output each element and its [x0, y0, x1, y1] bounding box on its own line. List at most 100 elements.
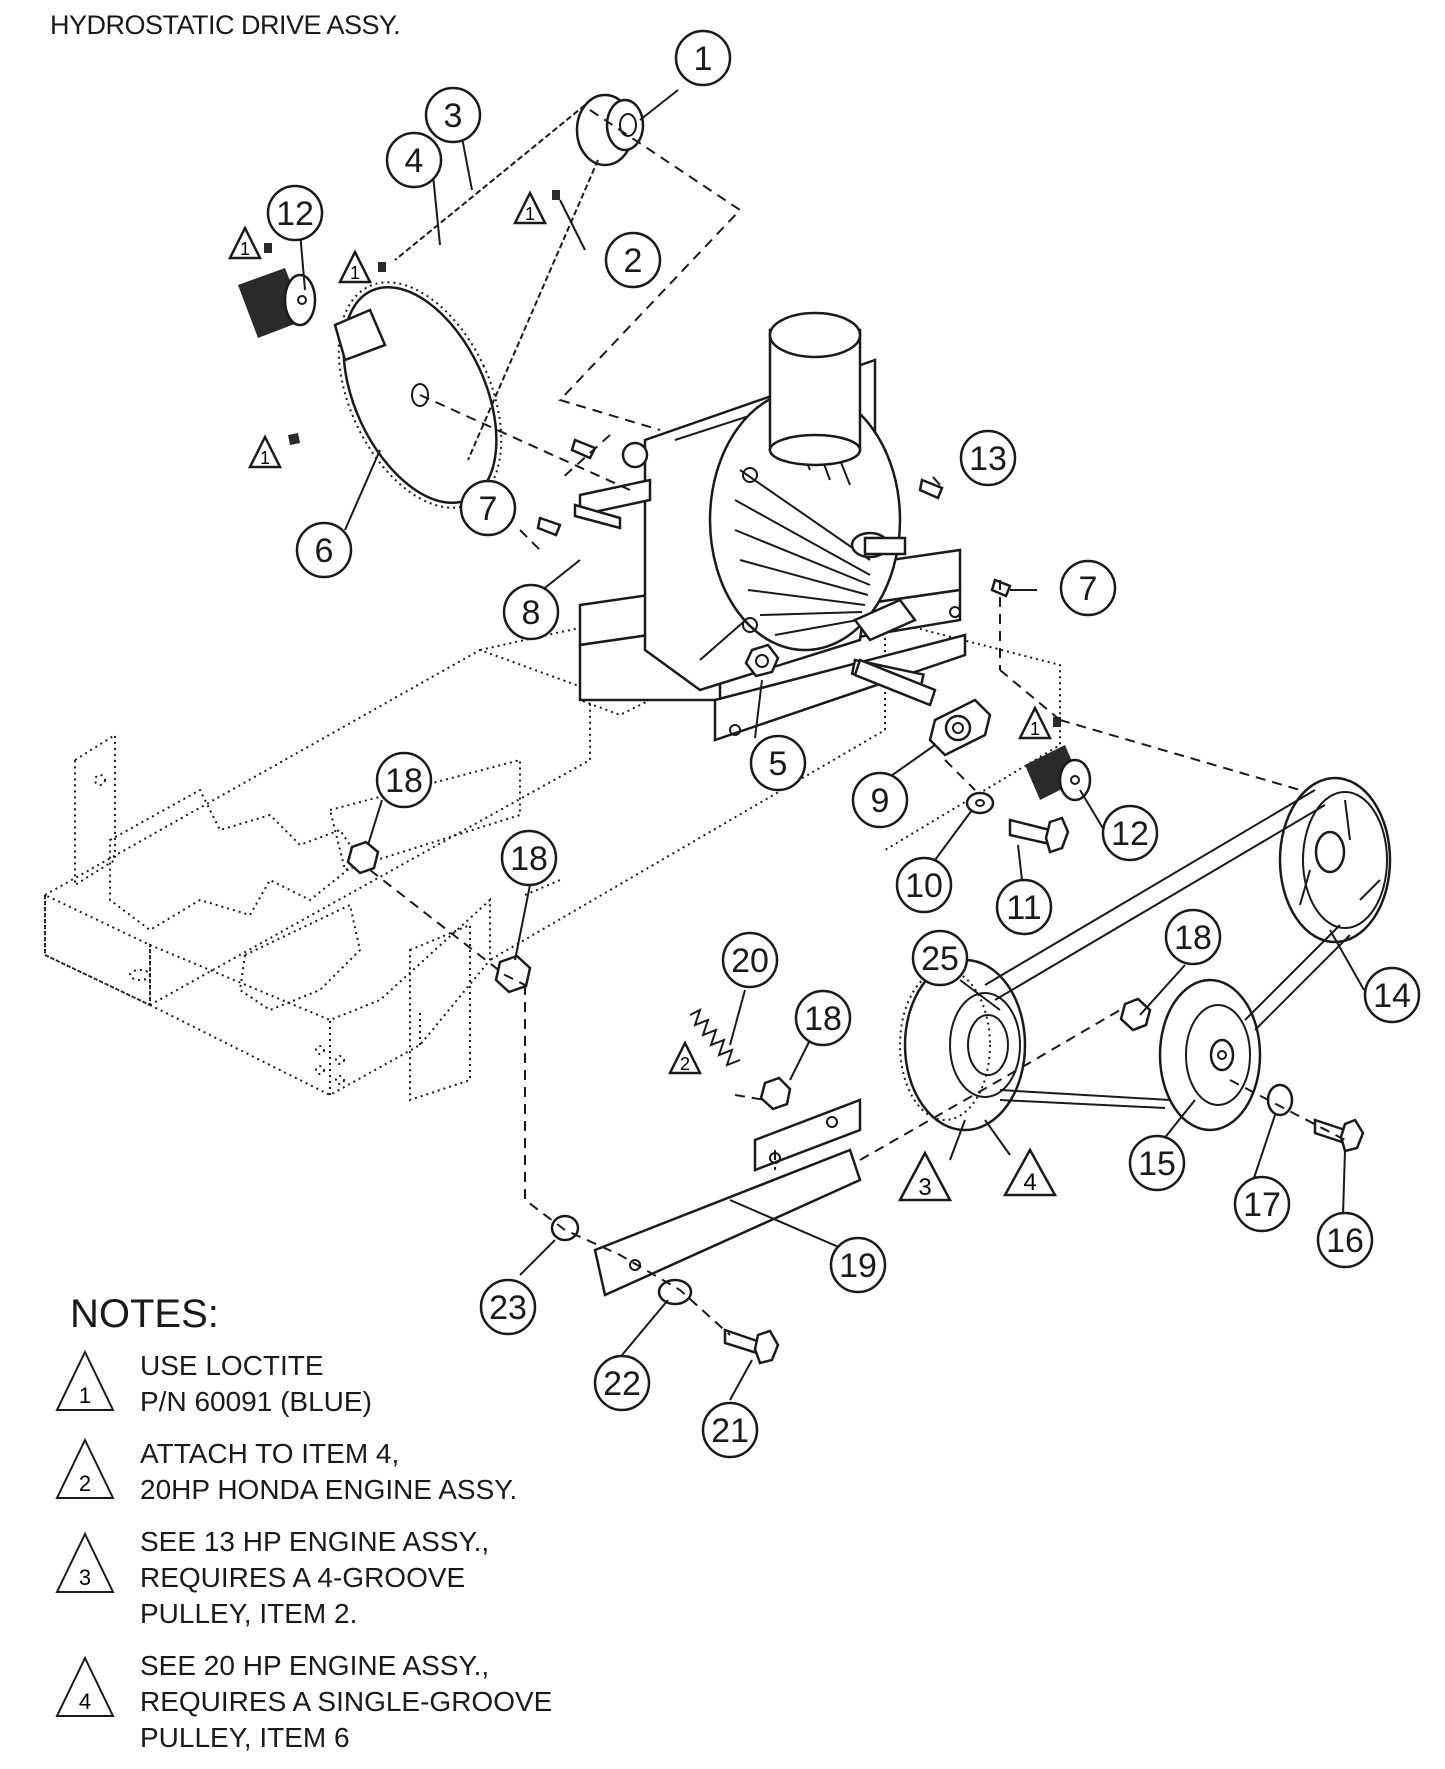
callout-16: 16: [1316, 1211, 1374, 1269]
callout-14: 14: [1363, 966, 1421, 1024]
flag-marker: 2: [667, 1040, 703, 1075]
note-flag-2: 2: [55, 1437, 115, 1499]
flag-marker: 1: [227, 225, 263, 260]
bearing-flange-9: [928, 698, 992, 757]
callout-21: 21: [701, 1401, 759, 1459]
note-3-line-2: REQUIRES A 4-GROOVE: [140, 1562, 466, 1593]
note-3-line-1: SEE 13 HP ENGINE ASSY.,: [140, 1526, 490, 1557]
svg-text:21: 21: [711, 1412, 749, 1450]
callout-10: 10: [895, 856, 953, 914]
note-4-line-1: SEE 20 HP ENGINE ASSY.,: [140, 1650, 490, 1681]
svg-text:4: 4: [405, 142, 424, 180]
callout-18-frame-right: 18: [500, 829, 558, 887]
svg-text:18: 18: [804, 1000, 842, 1038]
bracket-19: [593, 1148, 862, 1297]
callout-12-right: 12: [1101, 804, 1159, 862]
callout-15: 15: [1128, 1134, 1186, 1192]
note-2-line-1: ATTACH TO ITEM 4,: [140, 1438, 400, 1469]
svg-text:19: 19: [839, 1247, 877, 1285]
note-3-line-3: PULLEY, ITEM 2.: [140, 1598, 358, 1629]
svg-text:11: 11: [1006, 889, 1041, 927]
svg-text:4: 4: [1023, 1169, 1036, 1196]
callout-25: 25: [911, 929, 969, 987]
svg-text:9: 9: [871, 782, 890, 820]
leader-lines: [299, 89, 1365, 1401]
svg-text:8: 8: [522, 594, 541, 632]
svg-text:10: 10: [905, 867, 943, 905]
svg-text:18: 18: [1174, 919, 1212, 957]
svg-text:3: 3: [918, 1174, 931, 1201]
callout-22: 22: [593, 1354, 651, 1412]
note-flag-4: 4: [55, 1655, 115, 1717]
callout-11: 11: [995, 878, 1053, 936]
callout-18-idler: 18: [794, 989, 852, 1047]
callout-20: 20: [721, 931, 779, 989]
svg-text:15: 15: [1138, 1145, 1176, 1183]
flag-marker: 4: [1002, 1147, 1058, 1197]
svg-text:18: 18: [510, 840, 548, 878]
diagram-title: HYDROSTATIC DRIVE ASSY.: [50, 10, 401, 40]
bolt-11: [1008, 816, 1070, 854]
drive-chain: [394, 104, 599, 461]
svg-text:1: 1: [1030, 719, 1040, 739]
flag-marker: 1: [247, 434, 283, 469]
callout-2: 2: [604, 231, 662, 289]
svg-text:5: 5: [769, 745, 788, 783]
note-4: 4 SEE 20 HP ENGINE ASSY., REQUIRES A SIN…: [55, 1648, 815, 1758]
callout-3: 3: [424, 86, 482, 144]
flag-marker: 1: [1017, 705, 1053, 740]
svg-text:14: 14: [1373, 977, 1411, 1015]
note-1: 1 USE LOCTITE P/N 60091 (BLUE): [55, 1348, 815, 1458]
svg-text:2: 2: [624, 242, 643, 280]
sprocket-1: [552, 93, 645, 200]
note-4-line-3: PULLEY, ITEM 6: [140, 1722, 350, 1753]
note-1-line-1: USE LOCTITE: [140, 1350, 324, 1381]
hydrostatic-transmission: [621, 311, 925, 692]
set-screws: [288, 262, 386, 445]
note-4-line-2: REQUIRES A SINGLE-GROOVE: [140, 1686, 553, 1717]
callout-5: 5: [749, 734, 807, 792]
note-flag-1: 1: [55, 1349, 115, 1411]
note-2-line-2: 20HP HONDA ENGINE ASSY.: [140, 1474, 518, 1505]
callout-6: 6: [295, 521, 353, 579]
note-2: 2 ATTACH TO ITEM 4, 20HP HONDA ENGINE AS…: [55, 1436, 815, 1546]
svg-text:1: 1: [79, 1383, 91, 1408]
svg-text:13: 13: [969, 440, 1007, 478]
callout-8: 8: [502, 583, 560, 641]
svg-text:1: 1: [525, 204, 535, 224]
flag-marker: 1: [512, 190, 548, 225]
svg-text:16: 16: [1326, 1222, 1364, 1260]
hardware: [550, 1083, 1365, 1365]
coupler-12-right: [1025, 717, 1092, 802]
svg-text:18: 18: [385, 762, 423, 800]
callout-4: 4: [385, 131, 443, 189]
svg-text:25: 25: [921, 940, 959, 978]
pulley-14: [1278, 776, 1392, 944]
svg-text:4: 4: [79, 1689, 91, 1714]
idler-arm: [753, 1098, 862, 1172]
svg-text:12: 12: [1111, 815, 1149, 853]
flag-marker: 1: [337, 249, 373, 284]
svg-text:12: 12: [276, 195, 314, 233]
drive-belts: [984, 789, 1351, 1109]
nut-5: [744, 643, 780, 678]
svg-text:20: 20: [731, 942, 769, 980]
svg-text:1: 1: [694, 40, 713, 78]
callout-7-left: 7: [459, 479, 517, 537]
svg-text:1: 1: [260, 448, 270, 468]
callout-17: 17: [1233, 1175, 1291, 1233]
callout-12-left: 12: [266, 184, 324, 242]
callout-18-frame-left: 18: [375, 751, 433, 809]
svg-text:3: 3: [79, 1565, 91, 1590]
pulley-25: [899, 958, 1027, 1132]
callout-7-right: 7: [1059, 559, 1117, 617]
jackshaft: [573, 478, 937, 707]
washer-10: [965, 791, 995, 815]
frame-outline: [44, 559, 1061, 1102]
assembly-lines: [369, 109, 1346, 1336]
note-1-line-2: P/N 60091 (BLUE): [140, 1386, 372, 1417]
svg-text:3: 3: [444, 97, 463, 135]
notes-heading: NOTES:: [70, 1292, 219, 1336]
callout-9: 9: [851, 771, 909, 829]
